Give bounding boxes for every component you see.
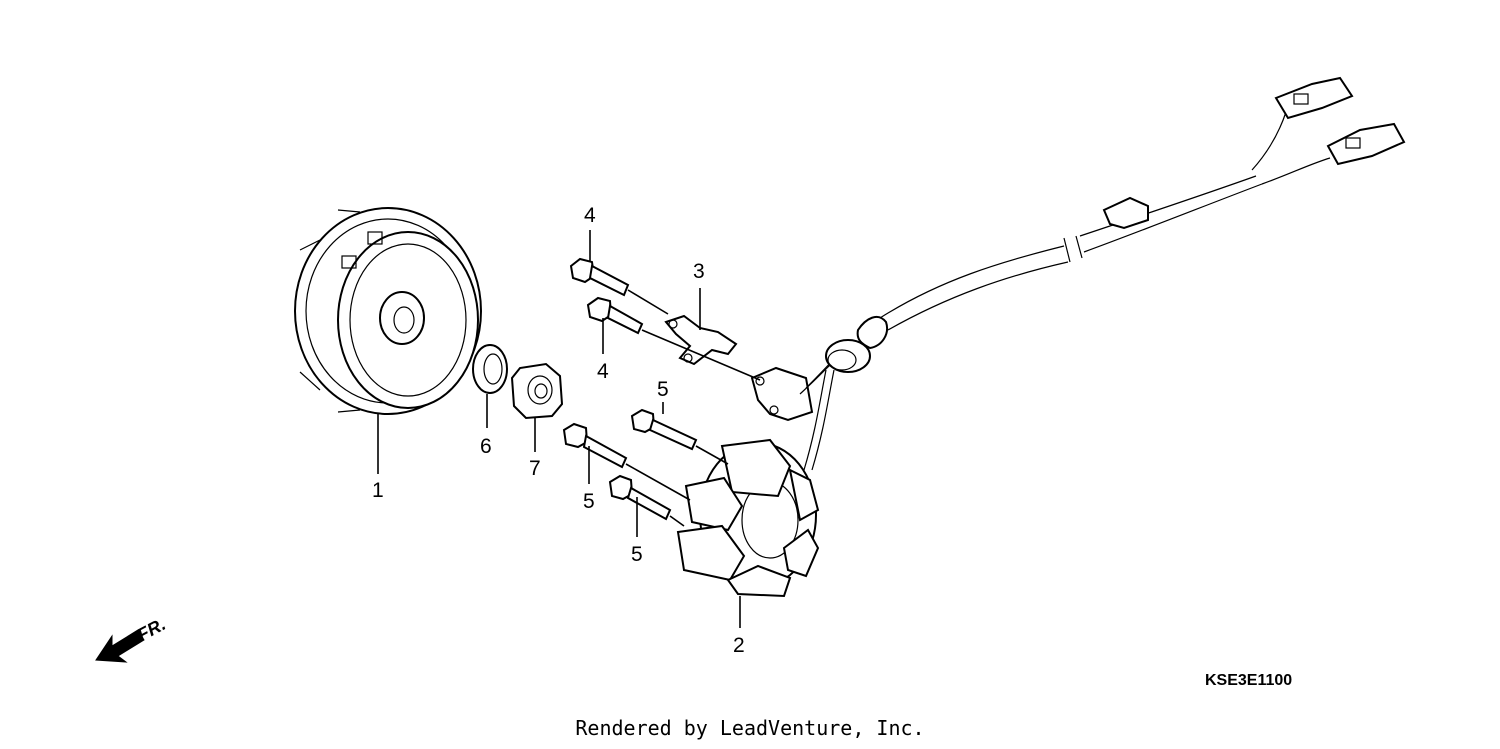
wiring-harness[interactable] xyxy=(799,76,1406,471)
callout-5-c: 5 xyxy=(631,543,643,566)
washer-part[interactable] xyxy=(472,344,508,394)
leader-lines xyxy=(377,230,761,628)
callout-1: 1 xyxy=(372,479,384,502)
callout-3: 3 xyxy=(693,260,705,283)
stator-part[interactable] xyxy=(676,438,820,598)
wire-clamp-part[interactable] xyxy=(664,314,738,366)
footer-credit: Rendered by LeadVenture, Inc. xyxy=(575,716,925,740)
stator-bolt-c-part[interactable] xyxy=(608,474,672,521)
pulse-generator-part[interactable] xyxy=(750,366,814,422)
bolt-lower-part[interactable] xyxy=(586,296,644,335)
callout-5-b: 5 xyxy=(583,490,595,513)
diagram-code: KSE3E1100 xyxy=(1205,672,1293,689)
front-direction-arrow-icon: FR. xyxy=(95,614,169,663)
callout-6: 6 xyxy=(480,435,492,458)
callout-2: 2 xyxy=(733,634,745,657)
callout-4-lower: 4 xyxy=(597,360,609,383)
callout-5-a: 5 xyxy=(657,378,669,401)
nut-part[interactable] xyxy=(510,362,564,420)
callout-7: 7 xyxy=(529,457,541,480)
stator-bolt-a-part[interactable] xyxy=(630,408,698,451)
flywheel-part[interactable] xyxy=(294,207,482,415)
callout-4-top: 4 xyxy=(584,204,596,227)
bolt-top-part[interactable] xyxy=(569,257,630,297)
stator-bolt-b-part[interactable] xyxy=(562,422,628,469)
